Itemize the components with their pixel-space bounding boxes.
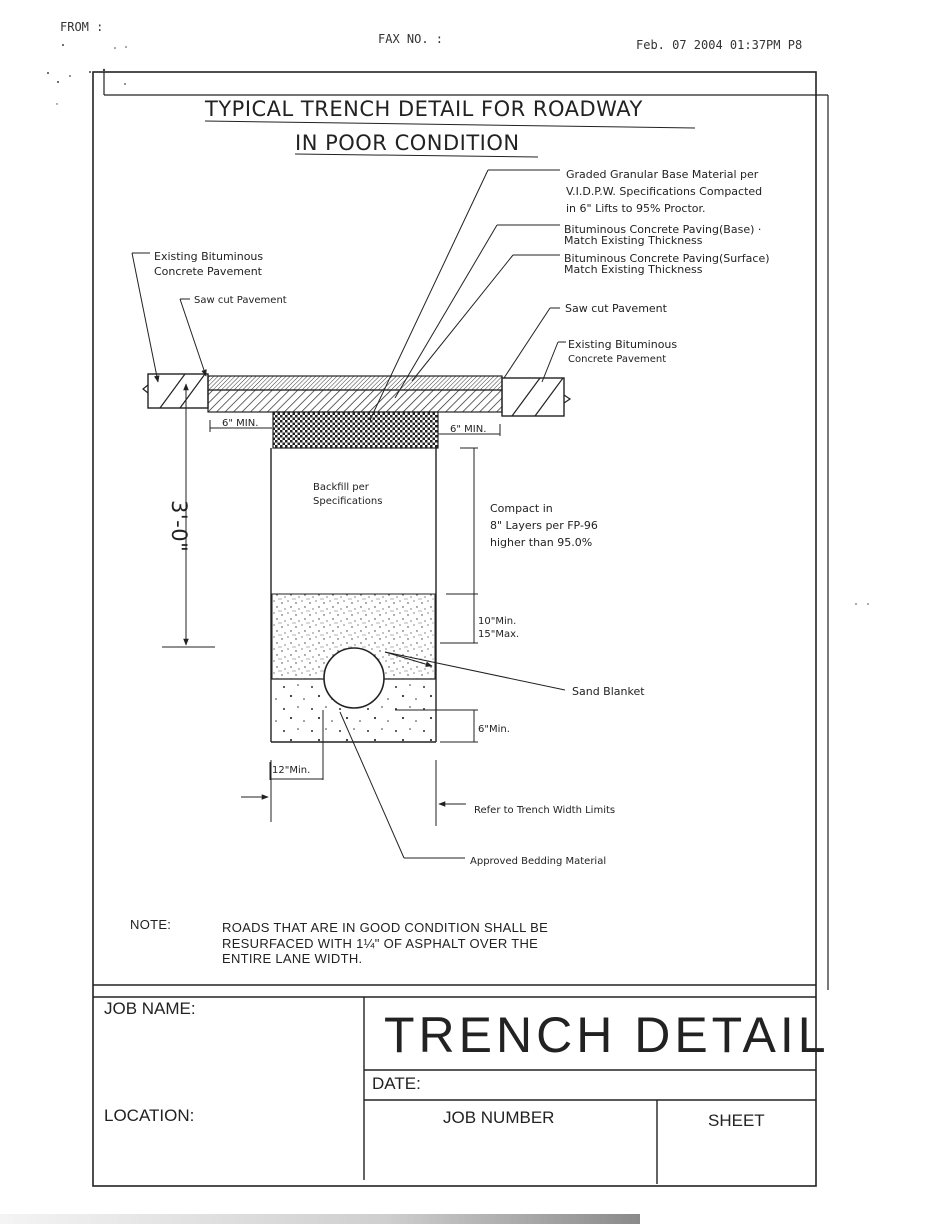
label-compact-3: higher than 95.0%	[490, 536, 592, 549]
drawing-title-line1: TYPICAL TRENCH DETAIL FOR ROADWAY	[204, 97, 643, 121]
label-side-min: 12"Min.	[272, 765, 310, 776]
label-min-right: 6" MIN.	[450, 424, 486, 435]
label-existing-left-1: Existing Bituminous	[154, 250, 263, 263]
label-existing-right-2: Concrete Pavement	[568, 354, 666, 365]
label-granular-base-3: in 6" Lifts to 95% Proctor.	[566, 202, 706, 215]
label-saw-cut-right: Saw cut Pavement	[565, 302, 668, 315]
granular-base-layer	[272, 411, 439, 449]
drawing-title-line2: IN POOR CONDITION	[295, 131, 520, 155]
label-bedding: Approved Bedding Material	[470, 856, 606, 867]
label-backfill-1: Backfill per	[313, 482, 370, 493]
scan-specks	[47, 44, 869, 605]
title-block-location: LOCATION:	[104, 1106, 194, 1125]
sheet-border	[92, 71, 817, 1187]
label-paving-base-2: Match Existing Thickness	[564, 234, 703, 247]
label-compact-1: Compact in	[490, 502, 553, 515]
label-existing-left-2: Concrete Pavement	[154, 265, 263, 278]
label-paving-base-1: Bituminous Concrete Paving(Base) ·	[564, 223, 761, 236]
scan-edge-shadow	[0, 1214, 640, 1224]
label-backfill-2: Specifications	[313, 496, 382, 507]
title-block	[93, 984, 816, 1184]
fax-date: Feb. 07 2004 01:37PM P8	[636, 38, 803, 52]
label-compact-2: 8" Layers per FP-96	[490, 519, 598, 532]
dimension-lines	[162, 383, 501, 826]
title-block-job-number: JOB NUMBER	[443, 1108, 554, 1127]
note-label: NOTE:	[130, 917, 171, 932]
label-min-left: 6" MIN.	[222, 418, 258, 429]
title-block-job-name: JOB NAME:	[104, 999, 196, 1018]
label-existing-right-1: Existing Bituminous	[568, 338, 677, 351]
label-saw-cut-left: Saw cut Pavement	[194, 295, 287, 306]
label-sand-dim-2: 15"Max.	[478, 629, 519, 640]
label-depth: 3'-0"	[167, 500, 191, 552]
existing-pavement-left	[142, 373, 209, 409]
note-line-1: ROADS THAT ARE IN GOOD CONDITION SHALL B…	[222, 920, 548, 935]
fax-number: FAX NO. :	[378, 32, 444, 46]
label-granular-base-1: Graded Granular Base Material per	[566, 168, 759, 181]
label-sand-dim-1: 10"Min.	[478, 616, 516, 627]
pipe-icon	[323, 647, 385, 709]
title-block-main-title: TRENCH DETAIL	[384, 1007, 830, 1063]
label-trench-width: Refer to Trench Width Limits	[474, 805, 615, 816]
label-granular-base-2: V.I.D.P.W. Specifications Compacted	[566, 185, 762, 198]
fax-from: FROM :	[60, 20, 104, 34]
note-line-3: ENTIRE LANE WIDTH.	[222, 951, 362, 966]
title-block-sheet: SHEET	[708, 1111, 765, 1130]
label-sand-blanket: Sand Blanket	[572, 685, 645, 698]
callout-labels: Graded Granular Base Material per V.I.D.…	[154, 168, 770, 867]
leader-lines	[131, 169, 566, 859]
bituminous-base-layer	[207, 389, 503, 413]
label-paving-surface-1: Bituminous Concrete Paving(Surface)	[564, 252, 770, 265]
label-bedding-min: 6"Min.	[478, 724, 510, 735]
title-block-date: DATE:	[372, 1074, 421, 1093]
note-line-2: RESURFACED WITH 1¼" OF ASPHALT OVER THE	[222, 936, 538, 951]
existing-pavement-right	[501, 377, 572, 417]
label-paving-surface-2: Match Existing Thickness	[564, 263, 703, 276]
bituminous-surface-layer	[207, 375, 503, 391]
